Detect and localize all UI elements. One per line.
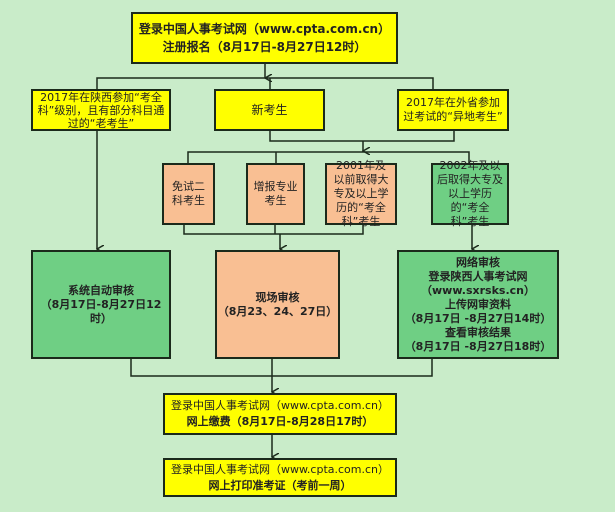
register-box: 登录中国人事考试网（www.cpta.com.cn） 注册报名（8月17日-8月… xyxy=(131,12,398,64)
print-box: 登录中国人事考试网（www.cpta.com.cn） 网上打印准考证（考前一周） xyxy=(163,458,397,497)
other-province-text: 2017年在外省参加过考试的“异地考生” xyxy=(403,96,503,123)
register-line2: 注册报名（8月17日-8月27日12时） xyxy=(162,40,367,54)
add-major-text: 增报专业考生 xyxy=(253,180,298,207)
online-review-l2: 登录陕西人事考试网 xyxy=(428,269,528,283)
new-candidate-text: 新考生 xyxy=(251,103,288,117)
auto-review-title: 系统自动审核 xyxy=(68,283,134,297)
after-2002-box: 2002年及以后取得大专及以上学历的“考全科”考生 xyxy=(431,159,509,228)
auto-review-time: （8月17日-8月27日12时） xyxy=(40,297,162,325)
exempt-two-box: 免试二科考生 xyxy=(162,163,215,225)
payment-line1: 登录中国人事考试网（www.cpta.com.cn） xyxy=(170,399,390,412)
old-candidate-box: 2017年在陕西参加“考全科”级别，且有部分科目通过的“老考生” xyxy=(31,89,171,131)
exempt-two-text: 免试二科考生 xyxy=(172,180,205,207)
old-candidate-text: 2017年在陕西参加“考全科”级别，且有部分科目通过的“老考生” xyxy=(37,90,165,130)
payment-box: 登录中国人事考试网（www.cpta.com.cn） 网上缴费（8月17日-8月… xyxy=(163,393,397,435)
onsite-review-time: （8月23、24、27日） xyxy=(217,304,338,318)
online-review-l1: 网络审核 xyxy=(456,255,500,269)
online-review-l7: （8月17日 -8月27日18时） xyxy=(404,339,552,353)
new-candidate-box: 新考生 xyxy=(214,89,325,131)
add-major-box: 增报专业考生 xyxy=(246,163,305,225)
online-review-l3: （www.sxrsks.cn） xyxy=(421,283,535,297)
register-line1: 登录中国人事考试网（www.cpta.com.cn） xyxy=(138,22,391,36)
after-2002-text: 2002年及以后取得大专及以上学历的“考全科”考生 xyxy=(437,159,503,228)
before-2001-text: 2001年及以前取得大专及以上学历的“考全科”考生 xyxy=(333,159,389,228)
online-review-l5: （8月17日 -8月27日14时） xyxy=(404,311,552,325)
online-review-box: 网络审核 登录陕西人事考试网 （www.sxrsks.cn） 上传网审资料 （8… xyxy=(397,250,559,359)
payment-line2: 网上缴费（8月17日-8月28日17时） xyxy=(186,415,374,428)
before-2001-box: 2001年及以前取得大专及以上学历的“考全科”考生 xyxy=(325,159,397,228)
onsite-review-title: 现场审核 xyxy=(255,290,300,304)
online-review-l4: 上传网审资料 xyxy=(445,297,511,311)
onsite-review-box: 现场审核 （8月23、24、27日） xyxy=(215,250,340,359)
auto-review-box: 系统自动审核 （8月17日-8月27日12时） xyxy=(31,250,171,359)
print-line1: 登录中国人事考试网（www.cpta.com.cn） xyxy=(170,462,390,476)
print-line2: 网上打印准考证（考前一周） xyxy=(208,478,352,492)
online-review-l6: 查看审核结果 xyxy=(445,325,511,339)
other-province-box: 2017年在外省参加过考试的“异地考生” xyxy=(397,89,509,131)
